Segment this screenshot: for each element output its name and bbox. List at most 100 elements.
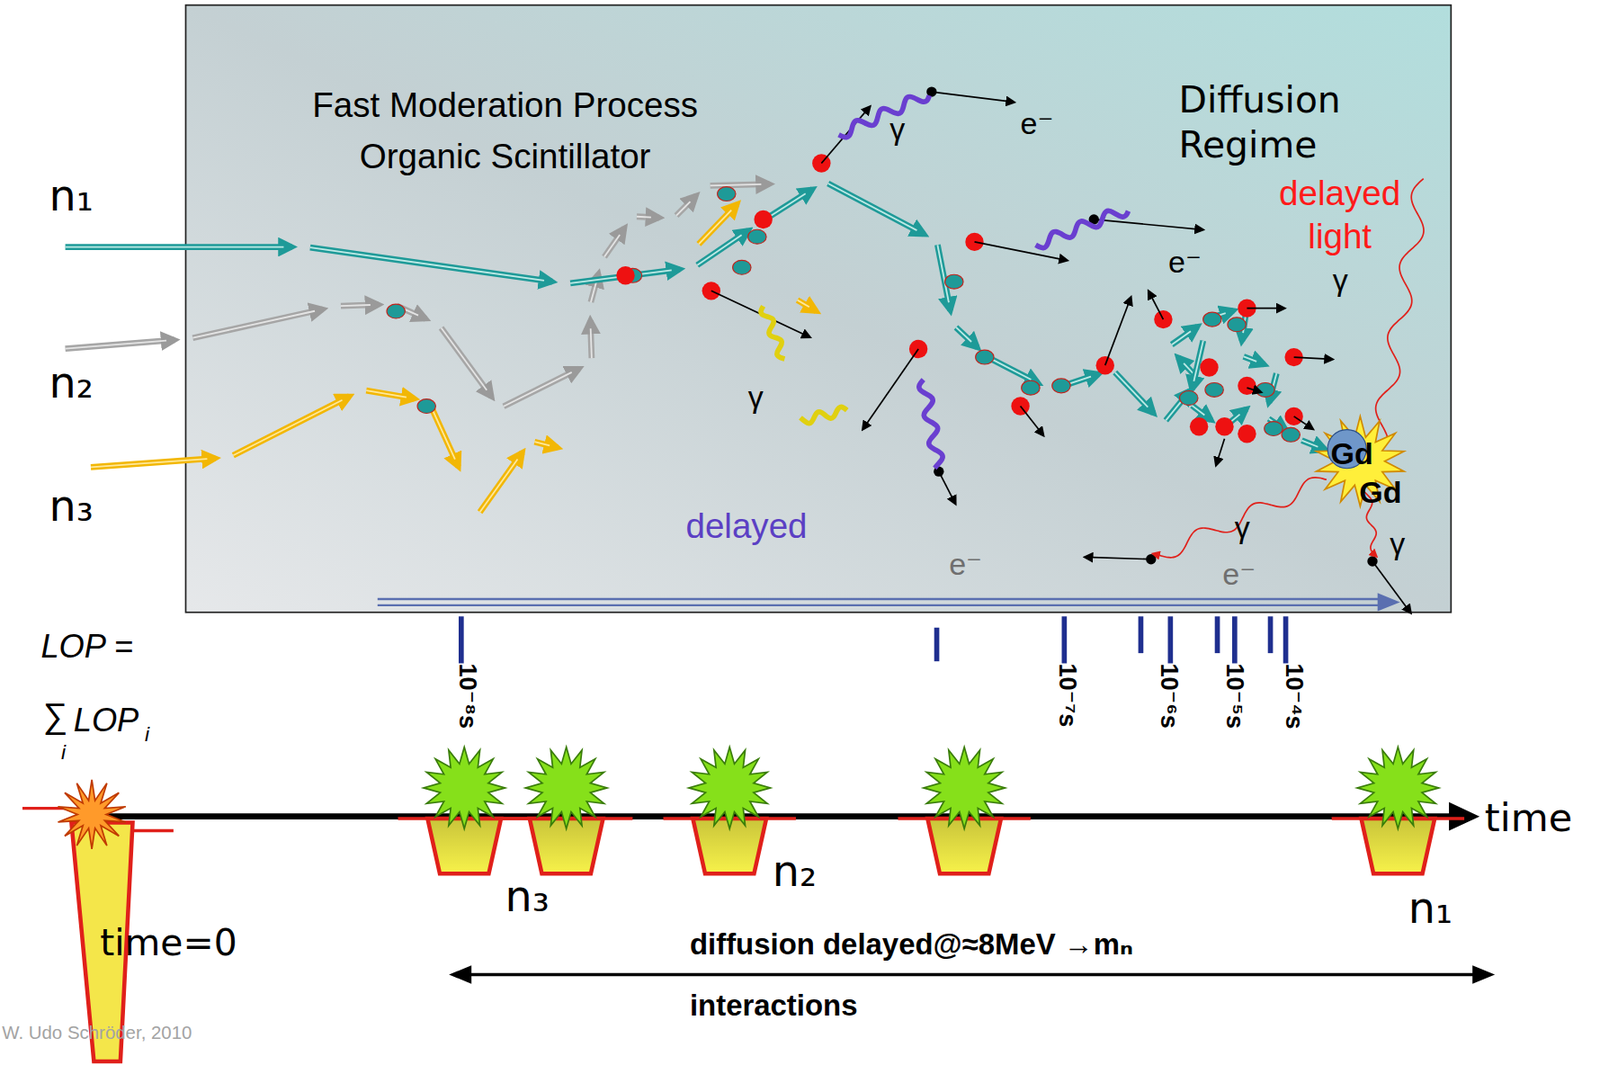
carbon-scatter — [1281, 427, 1300, 442]
neutron-track-core — [534, 441, 550, 446]
prompt-flash — [58, 779, 126, 850]
neutron-n3-track — [698, 204, 738, 244]
proton-dots — [616, 153, 1304, 443]
scintillation-flash — [423, 747, 506, 830]
neutron-track — [828, 183, 925, 234]
neutron-track-core — [636, 215, 652, 219]
recoil-arrow — [1246, 387, 1261, 393]
time-flow-arrow — [377, 598, 1384, 606]
carbon-scatter — [1021, 380, 1040, 395]
neutron-track — [429, 404, 458, 467]
formula-text: LOP — [73, 702, 140, 741]
neutron-track — [480, 452, 523, 512]
neutron-track-core — [676, 201, 690, 215]
neutron-n3-track — [480, 441, 558, 512]
proton-recoil — [1215, 417, 1234, 436]
neutron-n2-track — [65, 184, 770, 407]
neutron-track — [991, 358, 1038, 384]
scatter-dots — [386, 187, 1300, 443]
recoil-arrow — [938, 471, 956, 503]
neutron-label: n₂ — [48, 358, 93, 409]
time-value: 10⁻⁵s — [1220, 662, 1249, 729]
scintillation-flash — [688, 747, 771, 830]
gamma-symbol: γ — [1234, 509, 1251, 546]
gamma-wave — [919, 379, 943, 468]
proton-recoil — [1237, 424, 1256, 443]
carbon-scatter — [1205, 382, 1224, 397]
axis-label: time — [1484, 795, 1573, 841]
carbon-scatter — [1227, 317, 1246, 332]
neutron-track — [534, 441, 558, 447]
carbon-scatter — [732, 259, 751, 275]
electron-symbol: e⁻ — [1222, 556, 1256, 592]
neutron-track — [340, 304, 379, 307]
recoil-arrow — [1294, 416, 1313, 430]
time-tick — [1232, 616, 1238, 663]
carbon-scatter — [717, 187, 736, 202]
neutron-track-core — [710, 184, 762, 186]
neutron-track-core — [590, 281, 597, 303]
element-label: Gd — [1358, 475, 1402, 511]
recoil-arrows — [711, 91, 1411, 613]
neutron-track — [503, 368, 580, 407]
proton-recoil — [1284, 407, 1303, 426]
time-axis — [91, 813, 1455, 820]
neutron-n3-track — [797, 300, 817, 312]
time-value: 10⁻⁷s — [1053, 662, 1082, 727]
recoil-arrow — [974, 241, 1067, 260]
neutron-label: n₁ — [48, 171, 93, 222]
time-tick — [934, 627, 940, 662]
neutron-track-core — [310, 247, 545, 281]
scintillation-flash — [525, 747, 608, 830]
recoil-arrow — [1020, 406, 1044, 436]
neutron-track — [956, 327, 978, 348]
effect-label: delayed light — [1263, 171, 1417, 258]
neutron-label: n₃ — [505, 872, 550, 922]
time-tick — [1283, 616, 1289, 663]
neutron-track-core — [828, 183, 918, 231]
neutron-n1-track — [65, 183, 1154, 413]
neutron-track — [192, 309, 323, 339]
neutron-track — [1171, 326, 1198, 345]
neutron-track — [1115, 372, 1154, 413]
neutron-track-core — [697, 234, 742, 265]
recoil-arrow — [931, 91, 1014, 102]
time-tick — [458, 616, 465, 663]
neutron-track-core — [503, 372, 573, 407]
proton-recoil — [753, 210, 772, 229]
time-tick — [1062, 616, 1068, 663]
neutron-track — [710, 184, 770, 187]
neutron-track-core — [604, 234, 620, 258]
recoil-arrow — [1294, 357, 1332, 359]
recoil-arrow — [1149, 291, 1164, 320]
carbon-scatter — [945, 274, 964, 289]
neutron-track-core — [1191, 405, 1205, 416]
axis-label: time=0 — [99, 921, 237, 965]
element-label: Gd — [1330, 437, 1373, 473]
carbon-scatter — [1256, 382, 1275, 397]
neutron-n1-track — [1165, 310, 1326, 450]
watermark: W. Udo Schröder, 2010 — [1, 1022, 192, 1044]
carbon-scatter — [1264, 421, 1283, 437]
formula-text: LOP = — [40, 627, 134, 666]
proton-recoil — [965, 232, 984, 251]
neutron-track — [604, 228, 625, 258]
gamma-wave — [1153, 477, 1327, 558]
interval-arrow — [461, 973, 1483, 976]
recoil-arrow — [1085, 556, 1152, 559]
proton-recoil — [1199, 357, 1218, 376]
neutron-track-core — [1301, 440, 1318, 447]
neutron-track-core — [480, 458, 519, 512]
proton-recoil — [1189, 417, 1208, 436]
neutron-track-core — [937, 244, 949, 303]
neutron-track-core — [65, 246, 285, 249]
carbon-scatter — [1203, 312, 1222, 327]
carbon-scatter — [748, 229, 767, 244]
neutron-track-core — [797, 300, 810, 308]
electron-symbol: e⁻ — [1168, 244, 1202, 280]
delayed-light-wave — [1376, 178, 1424, 441]
gamma-wave — [839, 95, 930, 137]
neutron-n3-track — [90, 390, 459, 467]
